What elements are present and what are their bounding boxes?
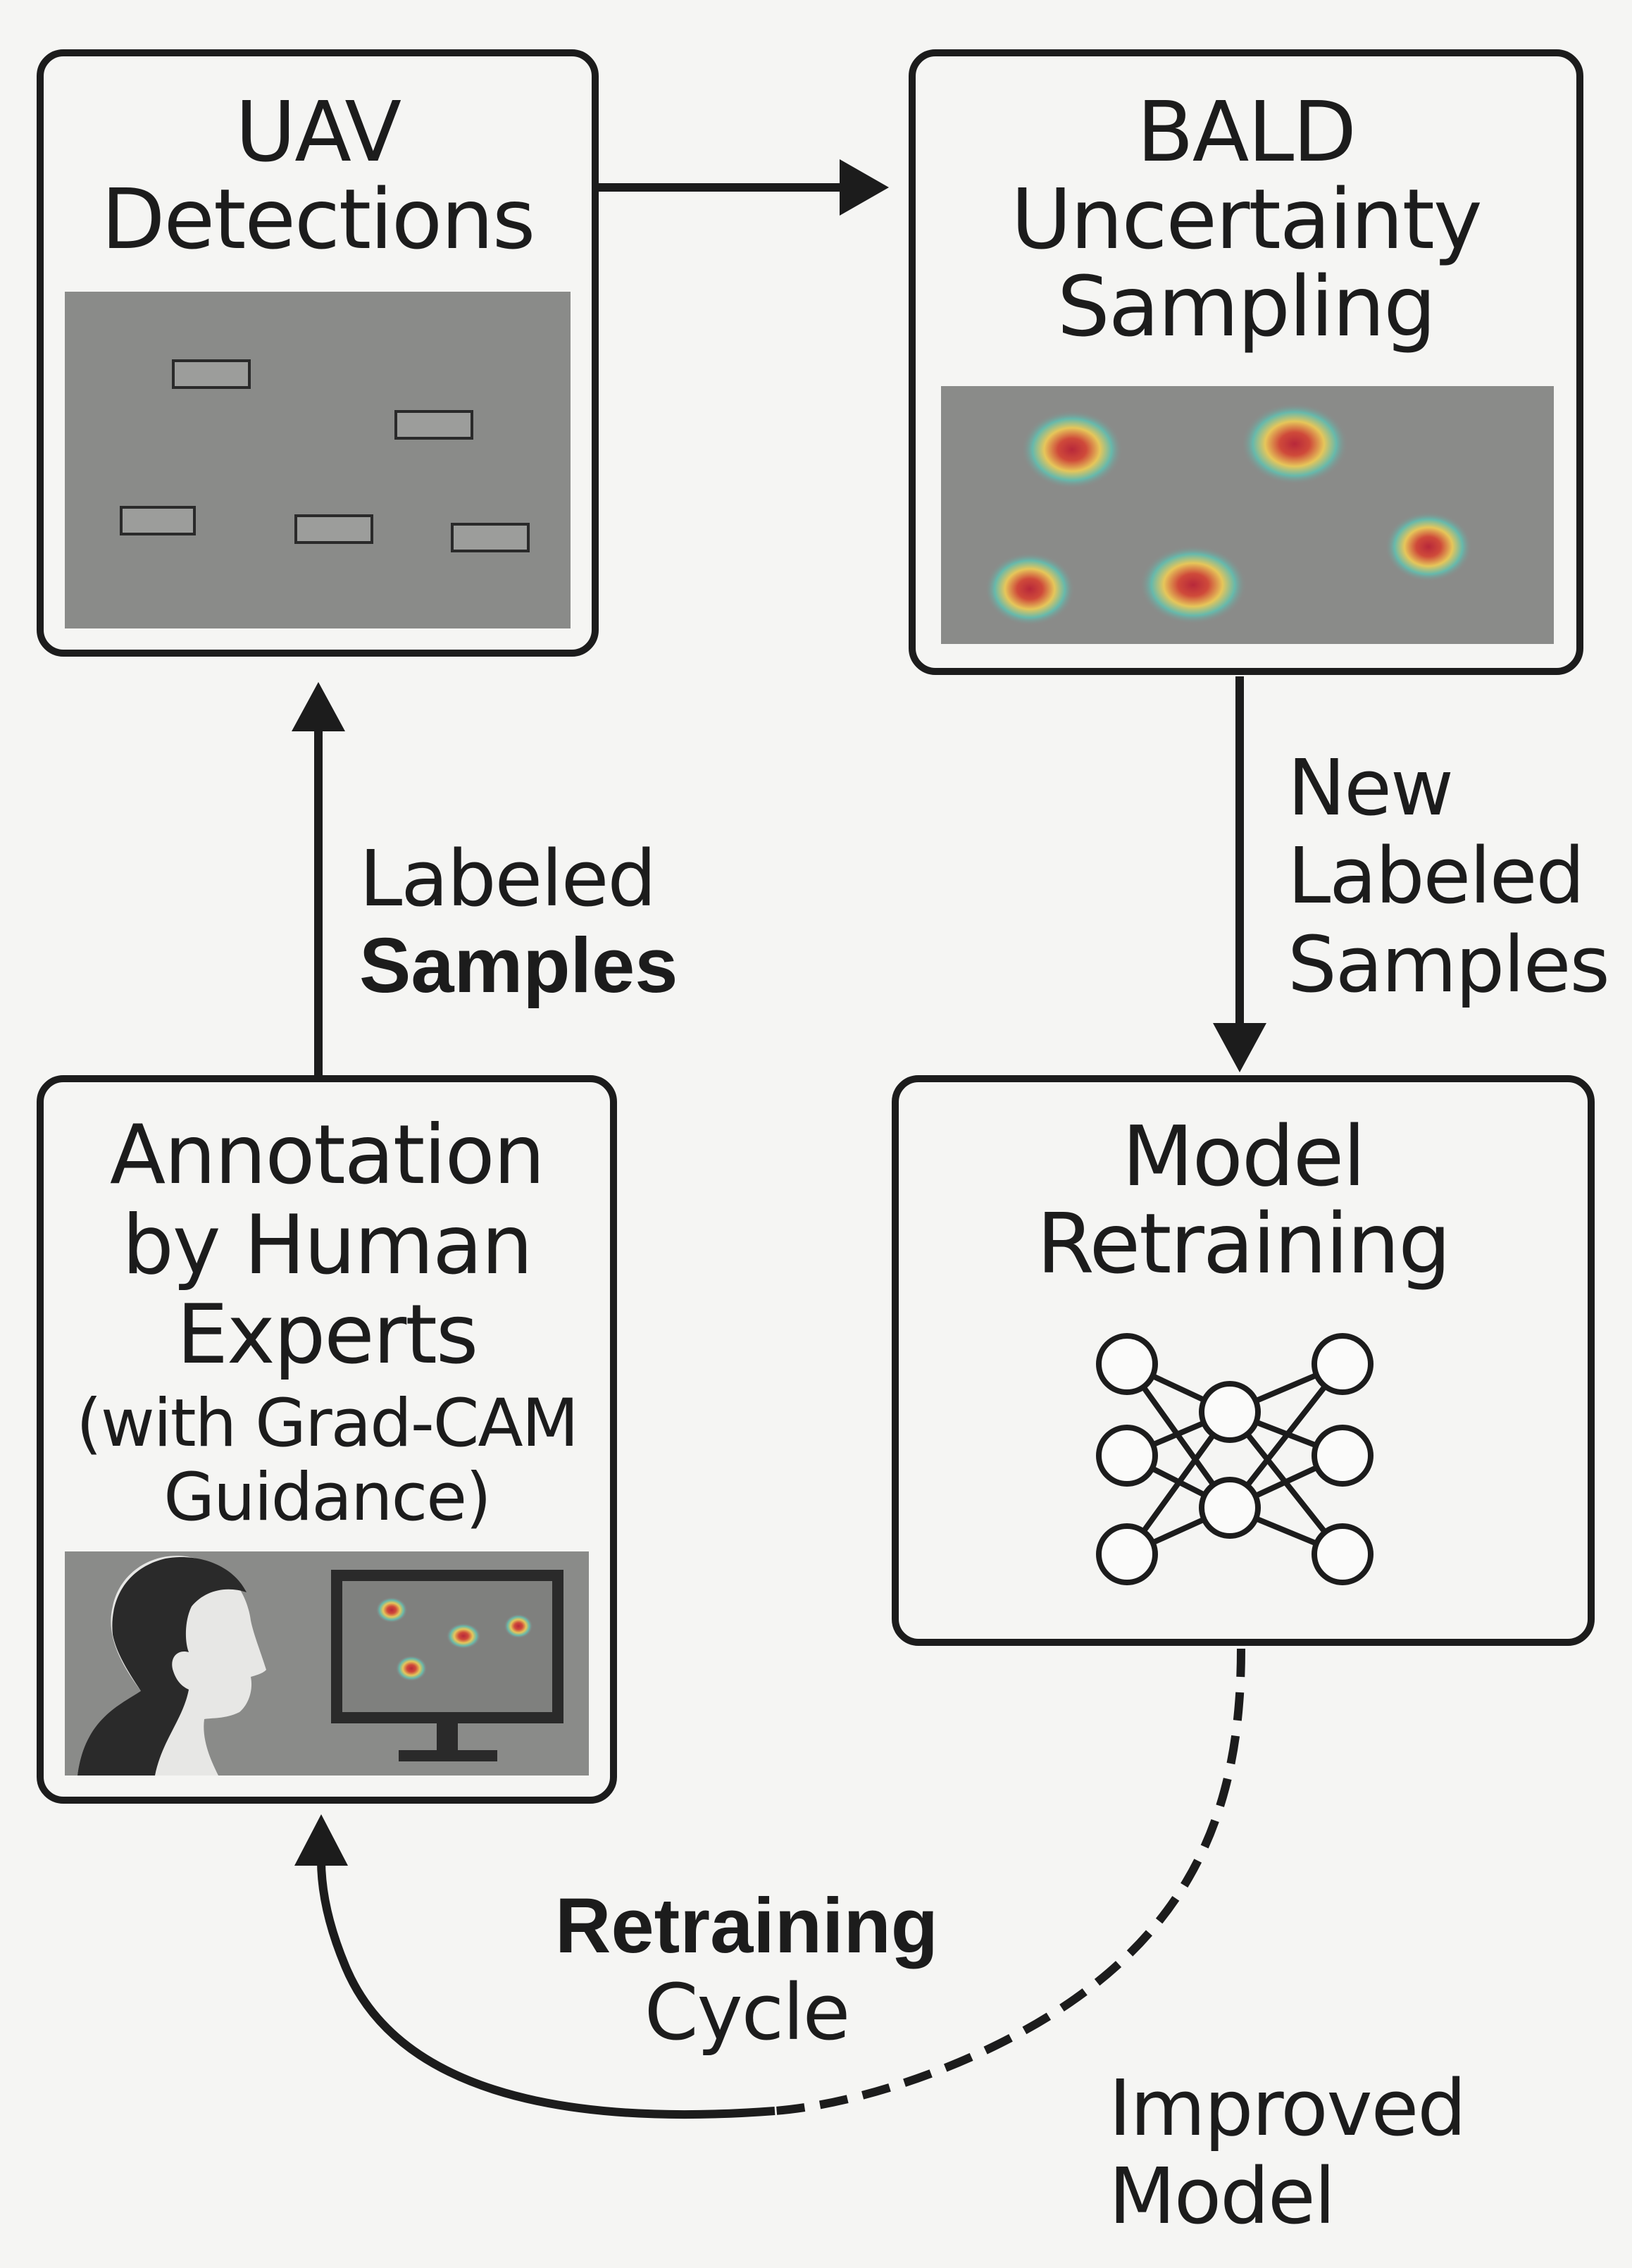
network-node (1312, 1333, 1374, 1395)
human-expert-image (65, 1551, 589, 1776)
heat-blob (1241, 403, 1348, 485)
heat-blob (1140, 545, 1247, 624)
subtitle-line: Guidance) (163, 1459, 492, 1537)
title-line: UAV (235, 83, 401, 180)
edge-label-line: Model (1109, 2151, 1335, 2242)
heat-blobs (985, 403, 1472, 626)
network-node (1199, 1477, 1261, 1539)
network-node (1096, 1523, 1158, 1585)
heat-blob (1021, 410, 1123, 489)
detection-box (294, 514, 373, 544)
annotation-title: Annotation by Human Experts (44, 1110, 610, 1380)
model-retraining-title: Model Retraining (899, 1113, 1588, 1288)
model-retraining-box: Model Retraining (892, 1075, 1595, 1646)
monitor-icon (331, 1570, 563, 1761)
title-line: Sampling (1057, 257, 1436, 355)
network-node (1096, 1425, 1158, 1487)
arrow-bald-to-model (1213, 676, 1266, 1072)
heat-blob (985, 552, 1075, 626)
title-line: by Human (122, 1197, 533, 1293)
detection-box (172, 359, 251, 389)
network-node (1199, 1381, 1261, 1443)
title-line: Detections (101, 170, 536, 268)
network-node (1312, 1425, 1374, 1487)
title-line: Retraining (1036, 1194, 1451, 1292)
arrow-retraining-cycle (294, 1648, 1245, 2119)
arrow-uav-to-bald (597, 159, 889, 216)
improved-model-label: Improved Model (1109, 2063, 1466, 2242)
person-icon (77, 1556, 266, 1776)
bald-sampling-box: BALD Uncertainty Sampling (909, 49, 1583, 675)
subtitle-line: (with Grad-CAM (76, 1385, 579, 1462)
network-node (1312, 1523, 1374, 1585)
edge-label-line: Improved (1109, 2063, 1466, 2153)
title-line: BALD (1136, 83, 1357, 180)
detection-box (451, 523, 530, 552)
uav-detections-title: UAV Detections (44, 83, 592, 268)
uav-detections-box: UAV Detections (37, 49, 599, 657)
edge-label-line: Retraining (555, 1883, 938, 1969)
edge-label-line: New (1288, 743, 1454, 833)
bald-sampling-title: BALD Uncertainty Sampling (916, 83, 1576, 355)
arrow-annotation-to-uav (292, 682, 345, 1078)
heat-blob (1385, 512, 1472, 582)
detection-boxes (120, 359, 530, 552)
annotation-subtitle: (with Grad-CAM Guidance) (44, 1387, 610, 1535)
network-node (1096, 1333, 1158, 1395)
edge-label-line: Labeled (1288, 831, 1585, 922)
edge-label-line: Samples (359, 922, 678, 1010)
retraining-cycle-label: Retraining Cycle (521, 1883, 972, 2056)
detection-box (120, 506, 196, 535)
title-line: Model (1121, 1108, 1366, 1205)
title-line: Uncertainty (1011, 170, 1482, 268)
uncertainty-heatmap-image (941, 386, 1554, 644)
labeled-samples-label: Labeled Samples (359, 834, 678, 1010)
uav-detection-image (65, 292, 571, 628)
edge-label-line: Cycle (644, 1967, 851, 2058)
new-labeled-samples-label: New Labeled Samples (1288, 743, 1610, 1010)
annotation-box: Annotation by Human Experts (with Grad-C… (37, 1075, 617, 1804)
title-line: Annotation (109, 1108, 545, 1203)
detection-box (394, 410, 473, 440)
edge-label-line: Labeled (359, 834, 656, 924)
title-line: Experts (176, 1287, 479, 1383)
edge-label-line: Samples (1288, 919, 1610, 1010)
neural-network-icon (1096, 1333, 1374, 1585)
